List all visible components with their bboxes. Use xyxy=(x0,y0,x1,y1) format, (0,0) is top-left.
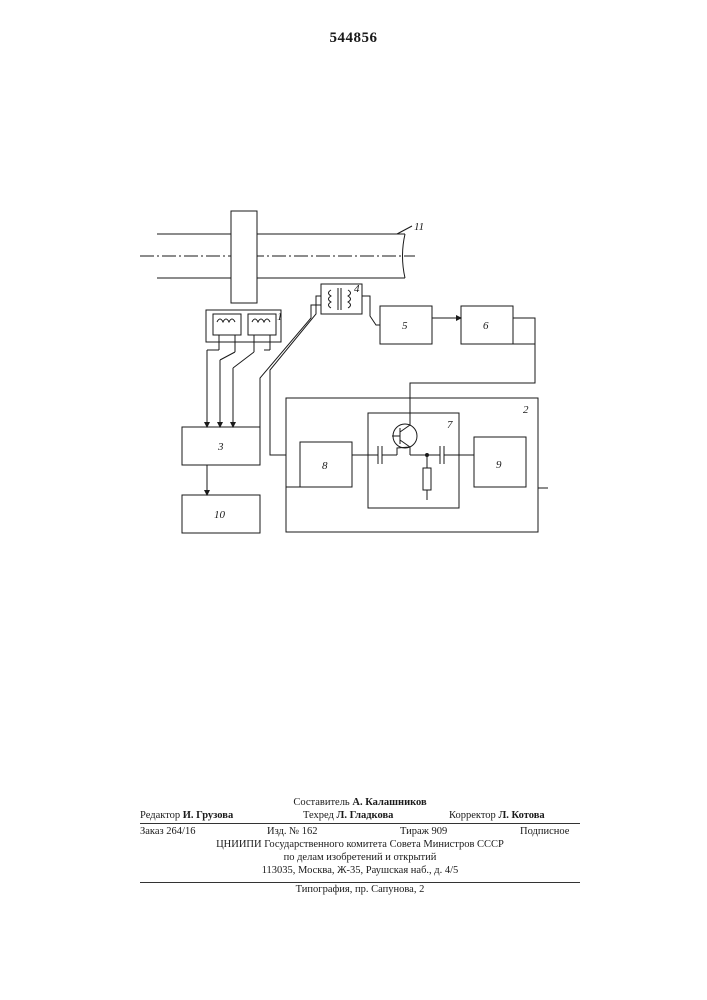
order: Заказ 264/16 xyxy=(140,825,195,838)
capacitor-8-7 xyxy=(286,446,397,487)
label-11: 11 xyxy=(414,221,424,233)
label-8: 8 xyxy=(322,460,328,472)
rule-top xyxy=(140,823,580,824)
wires-1-to-3 xyxy=(207,350,270,427)
edition: Изд. № 162 xyxy=(267,825,318,838)
wires-transformer xyxy=(260,296,535,455)
label-3: 3 xyxy=(217,441,224,453)
label-7: 7 xyxy=(447,419,453,431)
label-10: 10 xyxy=(214,509,226,521)
label-1: 1 xyxy=(277,311,283,323)
disc xyxy=(231,211,257,303)
sensor-block-1 xyxy=(206,310,281,352)
address: 113035, Москва, Ж-35, Раушская наб., д. … xyxy=(140,864,580,877)
subscription: Подписное xyxy=(520,825,569,838)
org-line-1: ЦНИИПИ Государственного комитета Совета … xyxy=(140,838,580,851)
org-line-2: по делам изобретений и открытий xyxy=(140,851,580,864)
label-9: 9 xyxy=(496,459,502,471)
label-2: 2 xyxy=(523,404,529,416)
circulation: Тираж 909 xyxy=(400,825,447,838)
editor: Редактор И. Грузова xyxy=(140,809,233,822)
label-5: 5 xyxy=(402,320,408,332)
label-4: 4 xyxy=(354,283,360,295)
resistor-capacitor xyxy=(410,446,474,500)
label-6: 6 xyxy=(483,320,489,332)
printer: Типография, пр. Сапунова, 2 xyxy=(140,883,580,896)
corrector: Корректор Л. Котова xyxy=(449,809,545,822)
transistor xyxy=(392,424,417,455)
compiler-line: Составитель А. Калашников xyxy=(140,796,580,809)
shaft xyxy=(140,226,415,278)
colophon: Составитель А. Калашников Редактор И. Гр… xyxy=(140,796,580,896)
techred: Техред Л. Гладкова xyxy=(303,809,393,822)
